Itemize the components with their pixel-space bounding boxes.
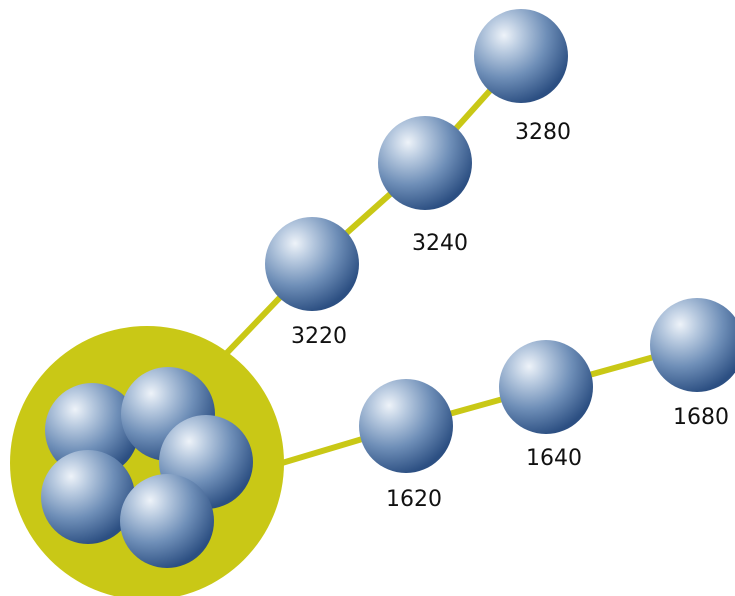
node-label-1640: 1640 (526, 446, 582, 471)
sphere-node (499, 340, 593, 434)
node-label-1680: 1680 (673, 405, 729, 430)
sphere-node (474, 9, 568, 103)
hub-cluster (41, 367, 253, 568)
cluster-sphere (41, 450, 135, 544)
node-label-3240: 3240 (412, 231, 468, 256)
sphere-node (359, 379, 453, 473)
sphere-node (378, 116, 472, 210)
cluster-sphere (45, 383, 139, 477)
cluster-sphere (120, 474, 214, 568)
node-label-3280: 3280 (515, 120, 571, 145)
sphere-node (265, 217, 359, 311)
node-label-1620: 1620 (386, 487, 442, 512)
node-label-3220: 3220 (291, 324, 347, 349)
sphere-node (650, 298, 735, 392)
